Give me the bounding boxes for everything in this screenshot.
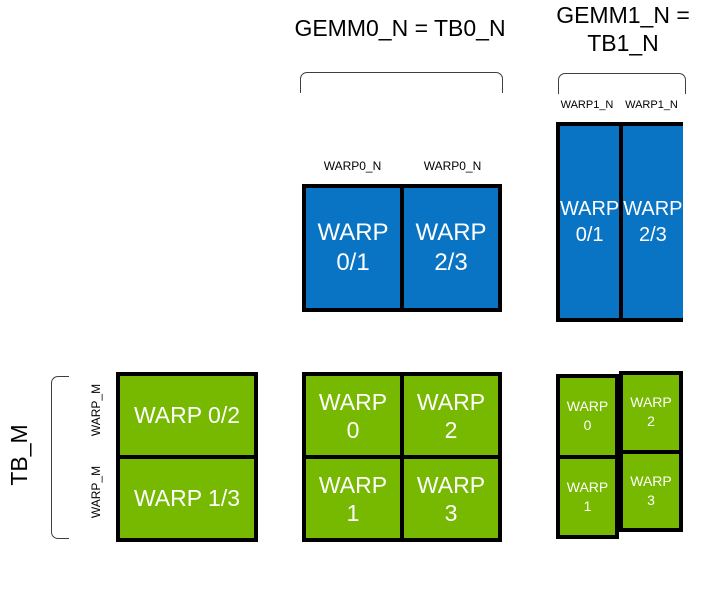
warp-tile: WARP 3 — [404, 459, 498, 538]
tb-m-bracket — [51, 376, 69, 539]
gemm0-n-warp-tiles: WARP 0/1 WARP 2/3 — [302, 184, 502, 312]
warp1-n-label-left: WARP1_N — [560, 99, 614, 111]
warp-tile: WARP 0/1 — [306, 188, 400, 308]
warp0-n-label-left: WARP0_N — [323, 159, 382, 173]
warp-tile: WARP 3 — [623, 453, 679, 528]
warp-tile: WARP 1/3 — [120, 459, 254, 538]
gemm1-n-bracket — [558, 73, 686, 94]
gemm0-n-title: GEMM0_N = TB0_N — [294, 15, 506, 41]
warp-tile: WARP 2 — [404, 376, 498, 455]
gemm0-n-bracket — [300, 72, 503, 93]
gemm1-n-title-line2: TB1_N — [587, 30, 659, 56]
warp-tile: WARP 0/2 — [120, 376, 254, 455]
warp-tile: WARP 2/3 — [404, 188, 498, 308]
warp-tile: WARP 1 — [306, 459, 400, 538]
warp-tile: WARP 2/3 — [623, 126, 683, 318]
warp-tile: WARP 0 — [306, 376, 400, 455]
tb-m-warp-tiles: WARP 0/2 WARP 1/3 — [116, 372, 258, 542]
gemm1-output-warp-tiles-left-col: WARP 0 WARP 1 — [556, 374, 619, 539]
gemm1-n-warp-tiles: WARP 0/1 WARP 2/3 — [556, 122, 683, 322]
warp0-n-label-right: WARP0_N — [423, 159, 482, 173]
warp-m-label-top: WARP_M — [89, 383, 103, 437]
warp-tile: WARP 2 — [623, 375, 679, 450]
gemm0-output-warp-tiles: WARP 0 WARP 2 WARP 1 WARP 3 — [302, 372, 502, 542]
warp-m-label-bottom: WARP_M — [89, 465, 103, 519]
gemm1-n-title-line1: GEMM1_N = — [556, 2, 690, 28]
tb-m-label: TB_M — [6, 424, 32, 486]
gemm1-n-title: GEMM1_N = TB1_N — [552, 1, 694, 57]
warp-tile: WARP 1 — [560, 458, 615, 535]
warp1-n-label-right: WARP1_N — [625, 99, 678, 111]
gemm1-output-warp-tiles-right-col: WARP 2 WARP 3 — [619, 371, 683, 532]
warp-tile: WARP 0 — [560, 378, 615, 455]
warp-tile: WARP 0/1 — [560, 126, 620, 318]
